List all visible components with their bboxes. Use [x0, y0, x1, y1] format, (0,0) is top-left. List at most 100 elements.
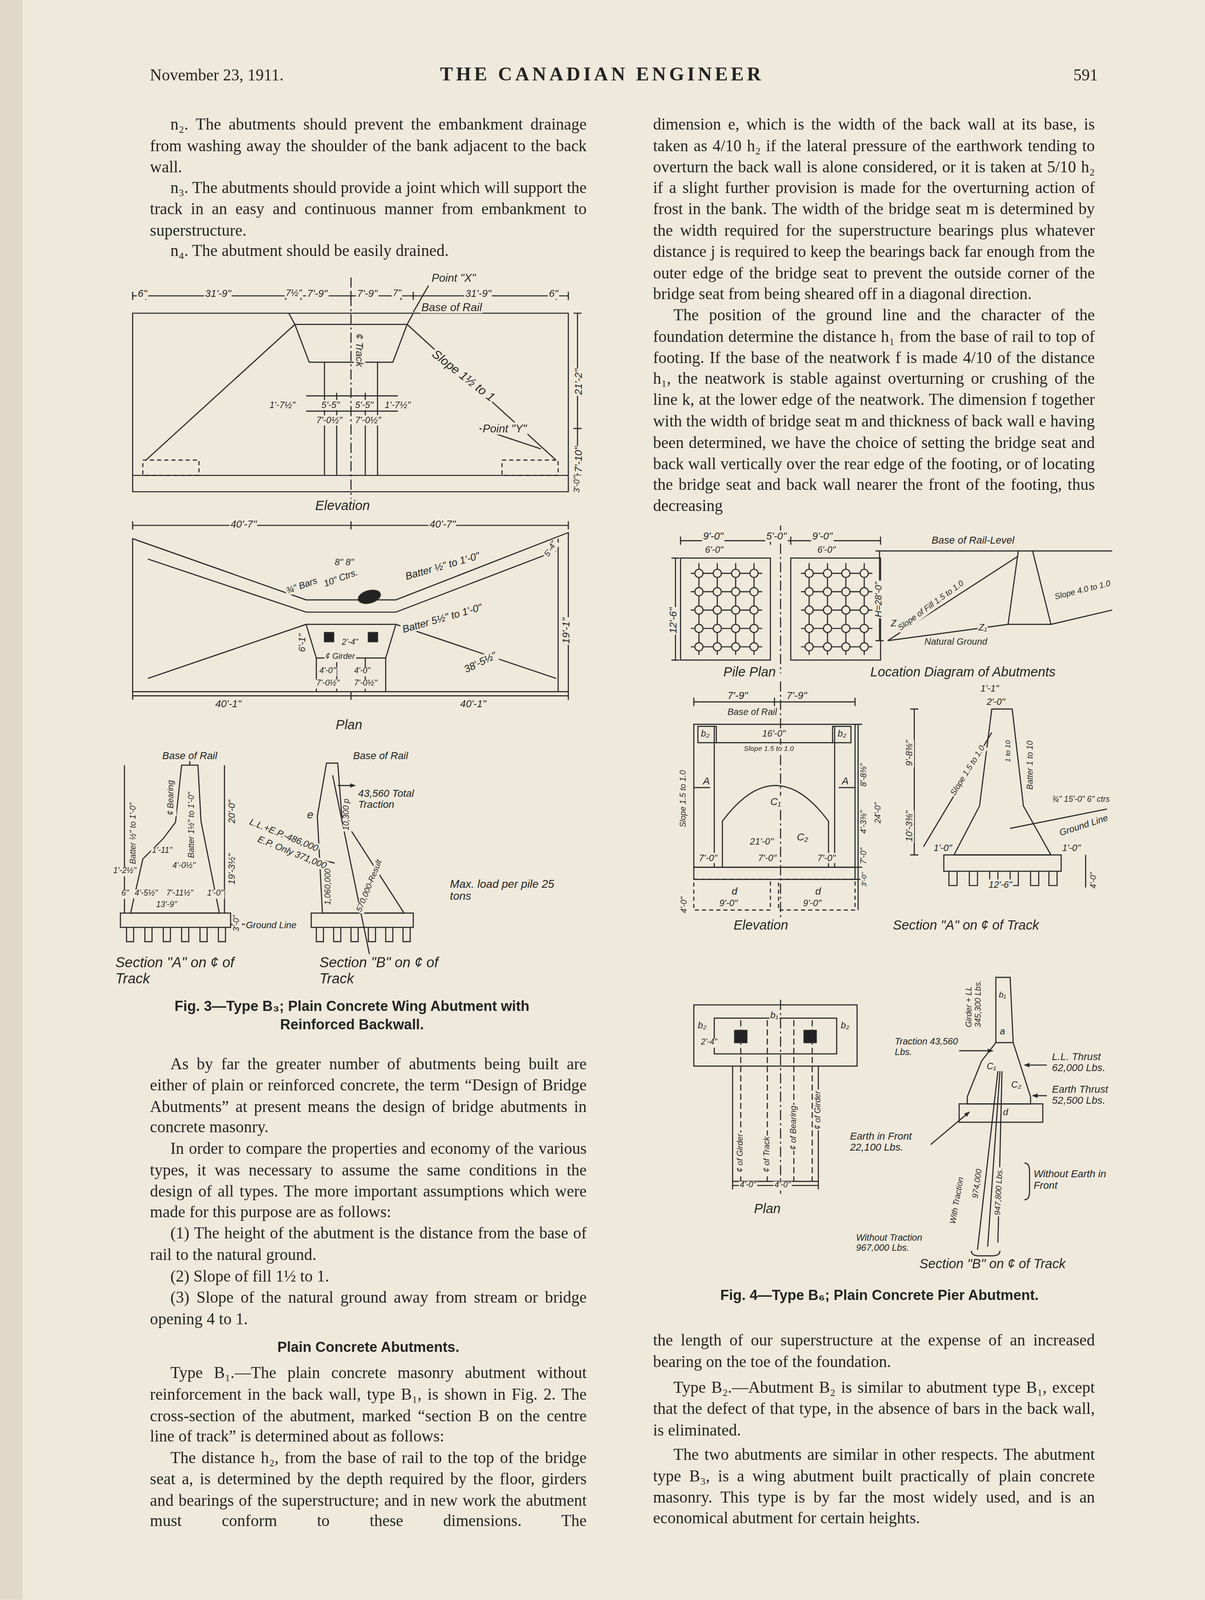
- fig4-pile-plan: [790, 557, 881, 660]
- drawing-label: 6": [547, 287, 560, 300]
- drawing-label: L.L. Thrust 62,000 Lbs.: [1051, 1051, 1125, 1075]
- fig4-pile-plan: [860, 587, 869, 597]
- drawing-label: 6'-0": [816, 545, 837, 556]
- drawing-label: 7'-0": [816, 852, 837, 864]
- drawing-label: 9'-0": [801, 898, 823, 909]
- fig3-elevation: [350, 277, 352, 511]
- fig4-pile-plan: [841, 606, 851, 615]
- drawing-label: With Traction: [949, 1175, 967, 1226]
- drawing-label: 3'-0": [232, 914, 242, 933]
- fig4-pile-plan: [860, 642, 869, 652]
- drawing-label: Section "A" on ¢ of Track: [891, 918, 1041, 933]
- drawing-label: Section "B" on ¢ of Track: [318, 954, 454, 988]
- drawing-label: Without Traction 967,000 Lbs.: [855, 1232, 950, 1254]
- fig4-plan: [714, 1018, 837, 1055]
- fig4-pile-plan: [805, 569, 814, 578]
- drawing-label: 40'-7": [428, 518, 457, 530]
- body-paragraph: As by far the greater number of abutment…: [149, 1053, 587, 1139]
- drawing-label: 4'-0": [1089, 871, 1099, 890]
- page-gutter-shade: [0, 0, 23, 1600]
- drawing-label: 7'-0½": [352, 679, 379, 689]
- fig3-elevation: [306, 362, 398, 476]
- drawing-label: Ground Line: [1057, 812, 1111, 839]
- drawing-label: Max. load per pile 25 tons: [449, 877, 559, 903]
- fig4-elevation: [778, 879, 856, 911]
- drawing-label: 1'-0": [205, 889, 225, 899]
- fig3-sections: [316, 927, 410, 942]
- drawing-label: Earth in Front 22,100 Lbs.: [848, 1130, 931, 1154]
- fig3-sections: [120, 913, 231, 928]
- drawing-label: Earth Thrust 52,500 Lbs.: [1051, 1083, 1125, 1107]
- fig3-plan: [132, 691, 569, 700]
- fig4-pile-plan: [731, 606, 740, 615]
- drawing-label: 7½": [284, 287, 303, 298]
- drawing-label: 9'-0": [701, 530, 725, 543]
- fig4-pile-plan: [713, 606, 722, 615]
- drawing-label: b₂: [696, 1020, 708, 1031]
- fig4-section-b: [995, 1042, 1014, 1044]
- drawing-label: Slope 1.5 to 1.0: [679, 769, 689, 829]
- drawing-label: b₁: [997, 991, 1007, 1001]
- fig3-sections: [120, 756, 414, 954]
- drawing-label: 4'-0": [680, 895, 690, 915]
- fig3-sections: [337, 784, 356, 786]
- figure-caption: Fig. 4—Type B₆; Plain Concrete Pier Abut…: [665, 1286, 1094, 1305]
- drawing-label: H=28'-0": [873, 580, 884, 619]
- drawing-label: 4'-0": [352, 667, 372, 677]
- fig4-pile-plan: [860, 569, 869, 578]
- drawing-label: 1'-1": [979, 683, 1000, 694]
- drawing-label: 7'-0½": [353, 415, 382, 426]
- drawing-label: ¢ Bearing: [167, 779, 177, 817]
- drawing-label: d: [730, 885, 739, 898]
- fig4-elevation: [698, 726, 717, 744]
- fig3-plan: [132, 521, 569, 530]
- drawing-label: 2'-4": [341, 638, 360, 648]
- drawing-label: Z₁: [977, 622, 989, 633]
- drawing-label: 1'-0": [1061, 842, 1082, 853]
- fig4-pile-plan: [841, 624, 851, 633]
- drawing-label: 8" 8": [333, 557, 355, 568]
- fig4-pile-plan: [713, 569, 722, 578]
- drawing-label: Elevation: [732, 918, 790, 933]
- drawing-label: Z: [889, 618, 898, 629]
- drawing-label: 6'-0": [704, 545, 725, 556]
- drawing-label: 2'-4": [699, 1038, 719, 1048]
- drawing-label: 4'-3⅜": [860, 809, 870, 835]
- fig4-section-b: [977, 1071, 1002, 1251]
- body-paragraph: n₄. The abutment should be easily draine…: [149, 240, 587, 262]
- drawing-label: 2'-0": [985, 696, 1007, 707]
- drawing-label: 7'-0": [698, 852, 719, 864]
- drawing-label: 5'-0": [765, 530, 788, 543]
- drawing-label: Natural Ground: [923, 636, 989, 647]
- drawing-label: 13'-9": [154, 900, 178, 910]
- fig4-elevation: [693, 698, 863, 911]
- fig4-plan: [804, 1030, 817, 1043]
- fig4-pile-plan: [823, 587, 832, 597]
- drawing-label: 8'-8⅜": [860, 762, 870, 788]
- fig4-elevation: [693, 867, 856, 880]
- drawing-label: 7'-0½": [315, 679, 341, 689]
- fig3-sections: [317, 763, 404, 914]
- drawing-label: Elevation: [314, 499, 371, 514]
- drawing-label: ¢ of Girder: [736, 1132, 746, 1174]
- fig3-plan: [368, 632, 378, 643]
- drawing-label: b₂: [836, 728, 848, 739]
- drawing-label: Plan: [753, 1201, 782, 1217]
- drawing-label: b₂: [699, 728, 711, 739]
- drawing-label: Pile Plan: [722, 665, 777, 681]
- drawing-label: 10,300 p: [342, 797, 353, 832]
- fig4-section-b: [959, 1050, 993, 1052]
- fig4-plan: [693, 1005, 858, 1190]
- fig4-elevation: [714, 726, 835, 868]
- fig3-sections: [124, 756, 268, 925]
- body-paragraph: the length of our superstructure at the …: [653, 1330, 1095, 1373]
- drawing-label: ¾" 15'-0" 6" ctrs: [1051, 795, 1111, 806]
- fig4-pile-plan: [841, 587, 851, 597]
- fig4-pile-plan: [680, 557, 771, 660]
- drawing-label: 7'-9": [785, 689, 809, 702]
- body-paragraph: n₃. The abutments should provide a joint…: [149, 177, 587, 242]
- drawing-label: 1'-2½": [112, 867, 138, 877]
- fig4-pile-plan: [823, 569, 832, 578]
- drawing-label: 9'-8⅜": [903, 739, 915, 768]
